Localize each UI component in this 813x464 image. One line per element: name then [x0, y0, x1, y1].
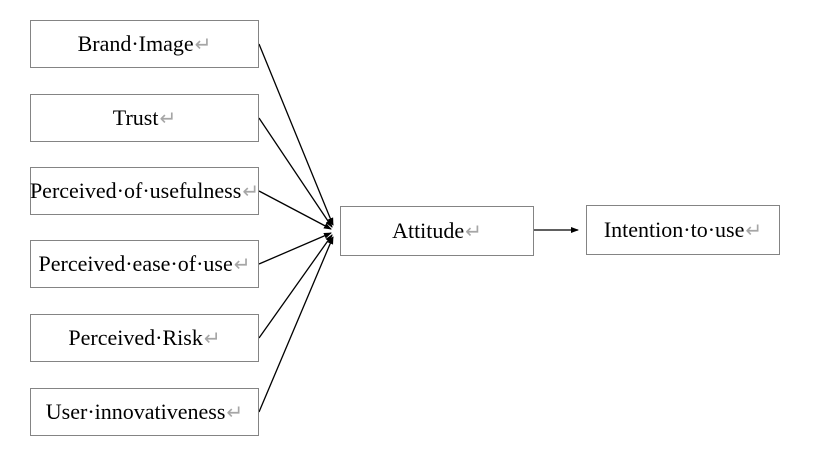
node-label: Attitude — [392, 218, 465, 243]
node-brand-image[interactable]: Brand·Image↵ — [30, 20, 259, 68]
paragraph-return-mark: ↵ — [242, 180, 260, 203]
node-perceived-ease-of-use[interactable]: Perceived·ease·of·use↵ — [30, 240, 259, 288]
arrow-perceived-risk-to-attitude — [258, 234, 333, 339]
node-label: Intention·to·use — [603, 217, 745, 242]
arrow-brand-image-to-attitude — [258, 43, 334, 226]
paragraph-return-mark: ↵ — [233, 253, 251, 276]
paragraph-return-mark: ↵ — [203, 327, 221, 350]
node-label: Trust — [112, 105, 159, 130]
paragraph-return-mark: ↵ — [465, 220, 482, 243]
node-attitude[interactable]: Attitude↵ — [340, 206, 534, 256]
arrow-user-innovativeness-to-attitude — [258, 236, 334, 413]
paragraph-return-mark: ↵ — [159, 107, 177, 130]
node-label: User·innovativeness — [45, 399, 226, 424]
node-trust[interactable]: Trust↵ — [30, 94, 259, 142]
arrow-trust-to-attitude — [258, 117, 333, 228]
paragraph-return-mark: ↵ — [745, 219, 763, 242]
node-label: Perceived·of·usefulness — [29, 178, 242, 203]
paragraph-return-mark: ↵ — [226, 401, 244, 424]
node-intention-to-use[interactable]: Intention·to·use↵ — [586, 205, 780, 255]
node-label: Brand·Image — [77, 31, 194, 56]
node-perceived-of-usefulness[interactable]: Perceived·of·usefulness↵ — [30, 167, 259, 215]
arrow-perceived-usefulness-to-attitude — [258, 190, 332, 230]
node-label: Perceived·Risk — [68, 325, 203, 350]
arrow-perceived-ease-to-attitude — [258, 232, 332, 265]
node-perceived-risk[interactable]: Perceived·Risk↵ — [30, 314, 259, 362]
node-label: Perceived·ease·of·use — [38, 251, 233, 276]
node-user-innovativeness[interactable]: User·innovativeness↵ — [30, 388, 259, 436]
paragraph-return-mark: ↵ — [194, 33, 212, 56]
